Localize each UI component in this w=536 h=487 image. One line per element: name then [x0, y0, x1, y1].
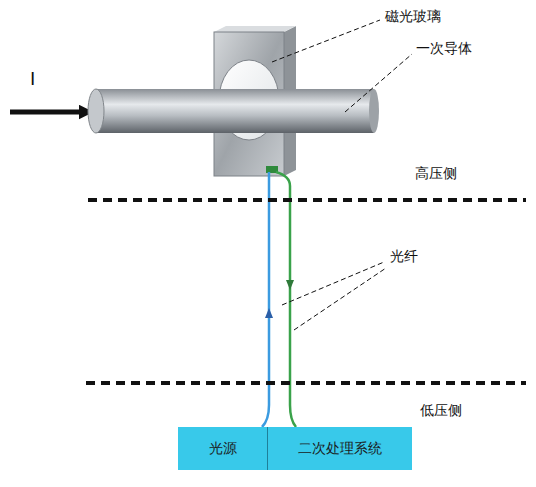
fiber-green	[276, 172, 296, 427]
high-voltage-boundary	[88, 198, 526, 202]
leader-glass	[272, 20, 380, 62]
fiber-up-arrow	[265, 308, 273, 318]
part-label: 磁光玻璃	[385, 8, 441, 25]
conductor-face	[88, 89, 104, 133]
primary-conductor	[96, 89, 374, 133]
leader-fiber-2	[294, 268, 386, 330]
part-label: 光纤	[390, 248, 418, 265]
leader-conductor	[345, 54, 412, 112]
processing-box: 二次处理系统	[268, 427, 412, 470]
node-text: 光源	[209, 440, 237, 458]
conductor-end	[369, 89, 379, 133]
low-voltage-boundary	[86, 381, 526, 385]
leader-fiber-1	[282, 262, 384, 305]
glass-top	[214, 26, 296, 32]
part-label: 高压侧	[415, 165, 457, 182]
fiber-blue	[262, 172, 269, 427]
part-label: 一次导体	[416, 40, 472, 57]
node-text: 二次处理系统	[298, 440, 382, 458]
current-arrow	[10, 110, 92, 115]
part-label: I	[30, 68, 35, 90]
light-source-box: 光源	[178, 427, 268, 470]
fiber-down-arrow	[286, 280, 294, 290]
part-label: 低压侧	[420, 402, 462, 419]
